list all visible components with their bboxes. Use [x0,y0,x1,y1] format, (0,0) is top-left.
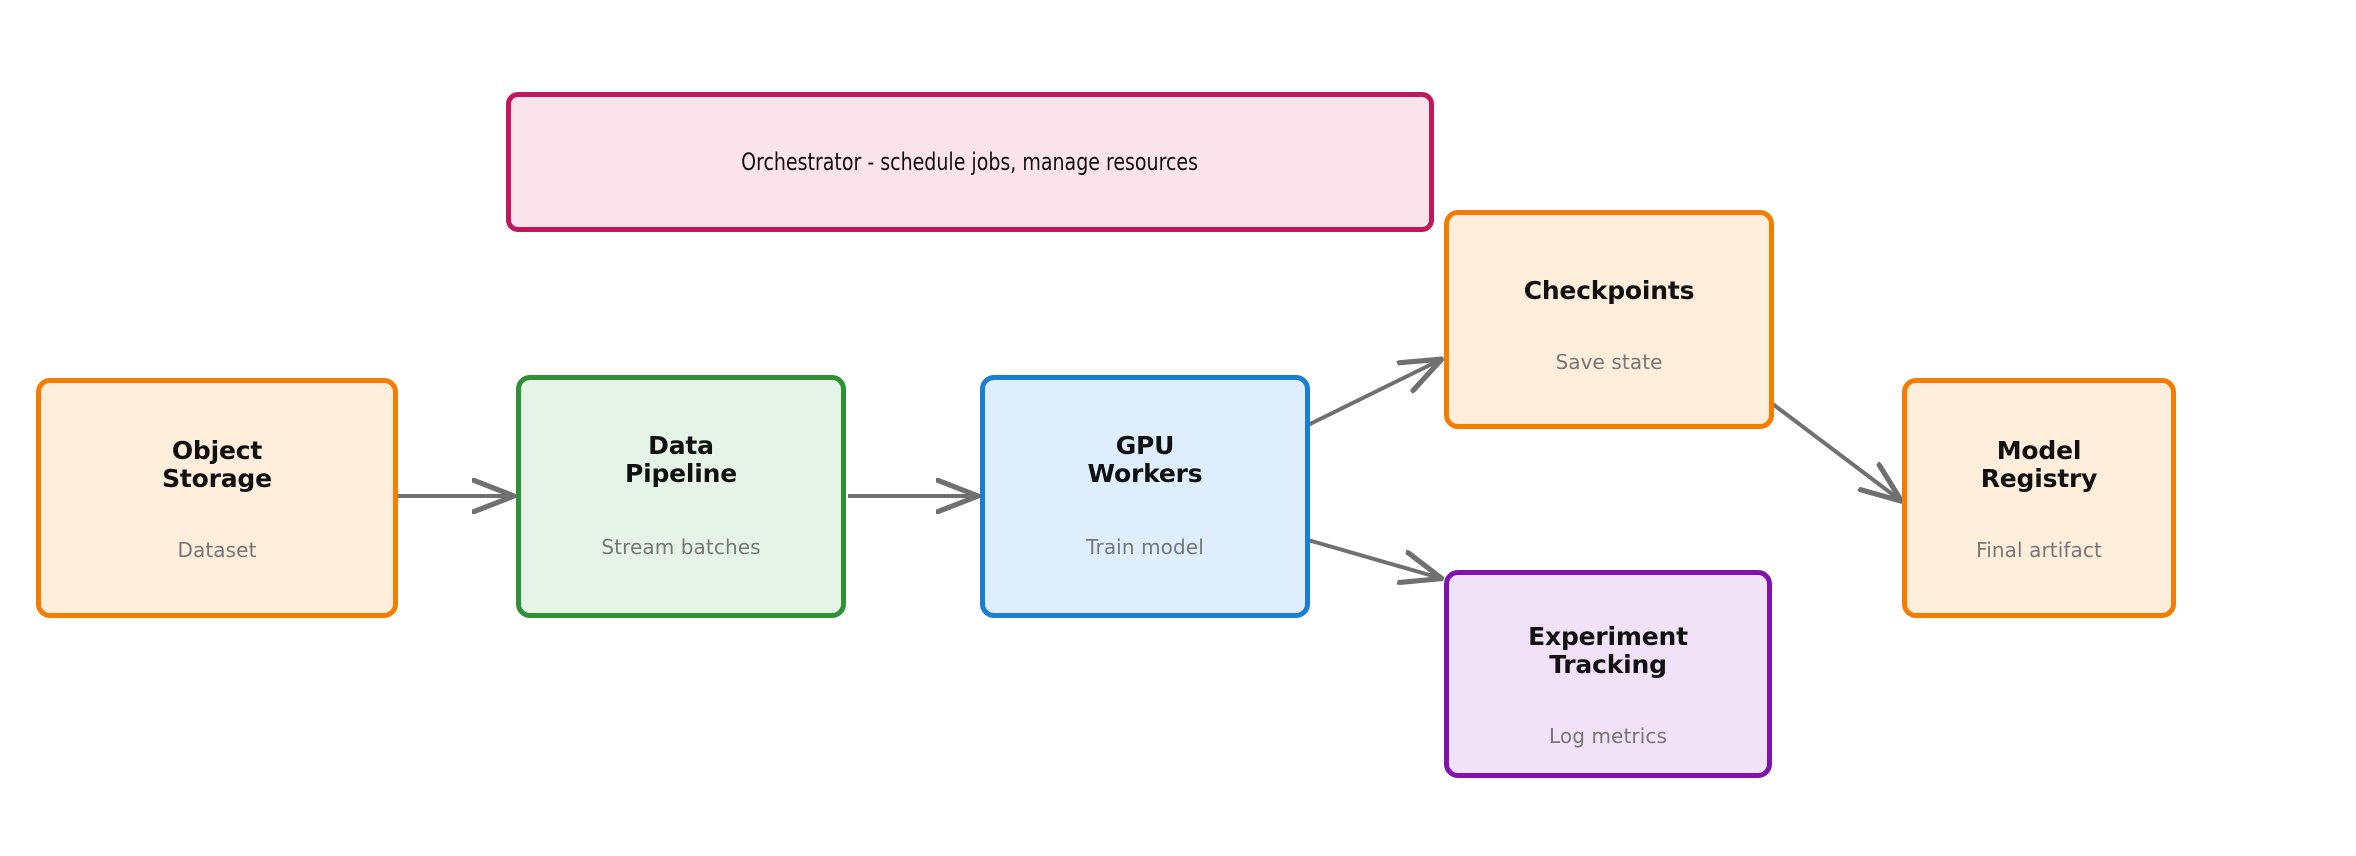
node-subtitle: Log metrics [1548,723,1667,748]
node-subtitle: Save state [1555,350,1663,375]
node-subtitle: Final artifact [1976,537,2102,562]
node-title: GPU Workers [1087,431,1203,489]
node-title: Object Storage [162,436,272,494]
node-title: Data Pipeline [624,431,738,489]
node-subtitle: Stream batches [601,534,761,559]
node-data-pipeline[interactable]: Data Pipeline Stream batches [516,375,846,618]
edge-gpu-workers-to-experiment-tracking [1307,538,1440,578]
node-title: Checkpoints [1523,276,1695,305]
edge-checkpoints-to-model-registry [1768,400,1900,500]
node-orchestrator[interactable]: Orchestrator - schedule jobs, manage res… [506,92,1434,232]
node-title: Model Registry [1980,436,2098,494]
node-subtitle: Dataset [177,537,257,562]
node-experiment-tracking[interactable]: Experiment Tracking Log metrics [1444,570,1772,778]
node-model-registry[interactable]: Model Registry Final artifact [1902,378,2176,618]
orchestrator-label: Orchestrator - schedule jobs, manage res… [741,148,1199,176]
edge-gpu-workers-to-checkpoints [1307,360,1440,427]
node-subtitle: Train model [1086,534,1204,559]
node-object-storage[interactable]: Object Storage Dataset [36,378,398,618]
node-gpu-workers[interactable]: GPU Workers Train model [980,375,1310,618]
node-title: Experiment Tracking [1528,622,1688,680]
node-checkpoints[interactable]: Checkpoints Save state [1444,210,1774,429]
